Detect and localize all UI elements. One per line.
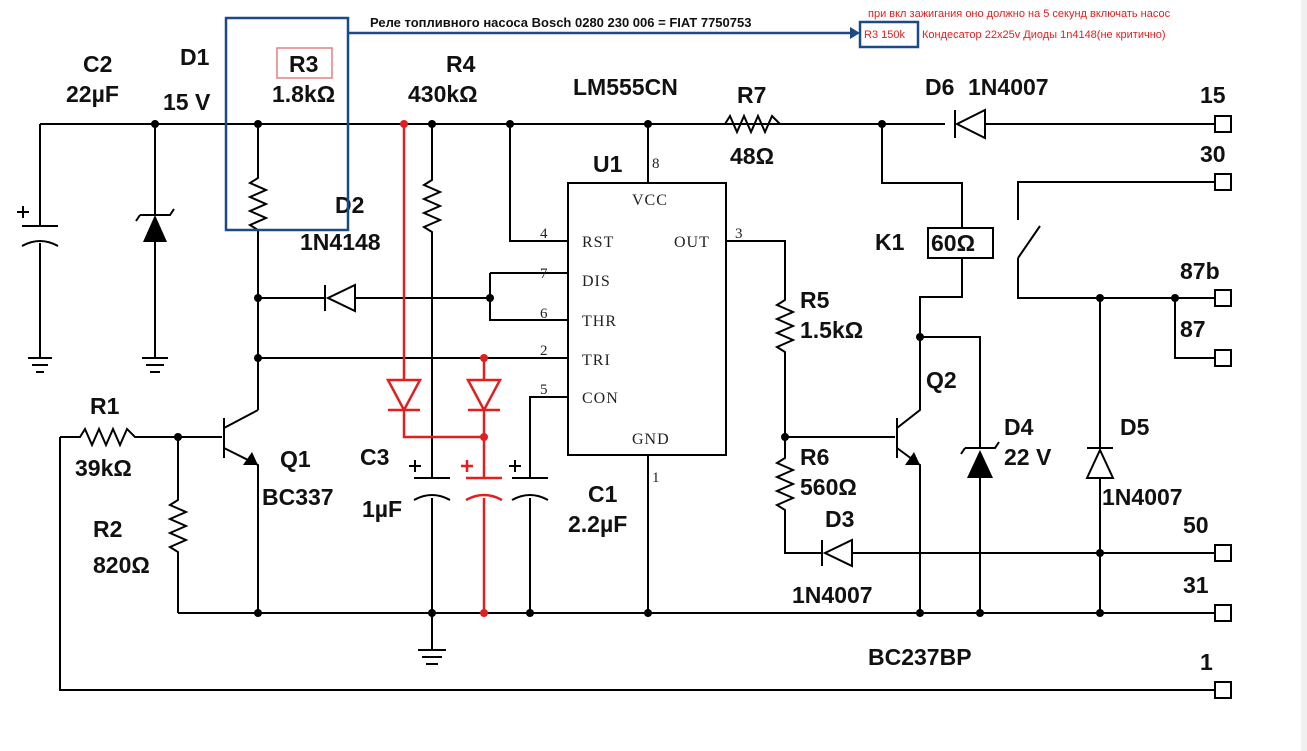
r6-name: R6	[800, 444, 829, 470]
pin-gnd: GND	[632, 431, 670, 448]
r7-value: 48Ω	[730, 143, 774, 169]
pin-out: OUT	[674, 234, 710, 251]
pin-con: CON	[582, 390, 619, 407]
scrollbar[interactable]	[1301, 0, 1307, 751]
d6-name: D6	[925, 74, 954, 100]
pin-num-4: 4	[540, 226, 548, 242]
q2-part: BC237BP	[868, 644, 972, 670]
k1-value: 60Ω	[931, 230, 975, 256]
terminal-30[interactable]	[1214, 173, 1232, 191]
terminal-1[interactable]	[1214, 681, 1232, 699]
d5-name: D5	[1120, 414, 1150, 440]
d1-value: 15 V	[163, 89, 211, 115]
c2-value: 22µF	[66, 81, 119, 107]
terminal-31[interactable]	[1214, 604, 1232, 622]
terminal-label-15: 15	[1200, 82, 1226, 108]
c1-value: 2.2µF	[568, 511, 627, 537]
r3-name: R3	[289, 51, 318, 77]
d3-name: D3	[825, 506, 854, 532]
u1-name: U1	[593, 151, 623, 177]
pin-num-5: 5	[540, 382, 548, 398]
r2-name: R2	[93, 516, 122, 542]
terminal-label-1: 1	[1200, 649, 1213, 675]
pin-num-1: 1	[652, 470, 660, 486]
d5-part: 1N4007	[1102, 484, 1183, 510]
q1-part: BC337	[262, 484, 334, 510]
pin-num-6: 6	[540, 306, 548, 322]
r1-value: 39kΩ	[75, 455, 132, 481]
d2-part: 1N4148	[300, 229, 381, 255]
pin-num-7: 7	[540, 266, 548, 282]
q2-name: Q2	[926, 367, 957, 393]
r3-value: 1.8kΩ	[272, 81, 335, 107]
terminal-15[interactable]	[1214, 115, 1232, 133]
c1-name: C1	[588, 481, 618, 507]
d2-name: D2	[335, 192, 364, 218]
pin-num-8: 8	[652, 156, 660, 172]
note-line-2: Кондесатор 22x25v Диоды 1n4148(не критич…	[922, 29, 1166, 41]
pin-dis: DIS	[582, 273, 611, 290]
junctions	[151, 120, 1179, 617]
terminal-87b[interactable]	[1214, 289, 1232, 307]
r6-value: 560Ω	[800, 474, 857, 500]
u1-part: LM555CN	[573, 74, 678, 100]
pin-tri: TRI	[582, 352, 611, 369]
r4-name: R4	[446, 51, 476, 77]
c3-value: 1µF	[362, 496, 402, 522]
terminal-label-30: 30	[1200, 141, 1226, 167]
r5-value: 1.5kΩ	[800, 317, 863, 343]
terminal-label-50: 50	[1183, 512, 1209, 538]
d1-name: D1	[180, 44, 210, 70]
terminal-label-87b: 87b	[1180, 258, 1220, 284]
terminal-50[interactable]	[1214, 544, 1232, 562]
r1-name: R1	[90, 393, 120, 419]
d3-part: 1N4007	[792, 582, 873, 608]
r4-value: 430kΩ	[408, 81, 478, 107]
pin-num-3: 3	[735, 226, 743, 242]
note-line-1: при вкл зажигания оно должно на 5 секунд…	[868, 8, 1171, 20]
pin-rst: RST	[582, 234, 614, 251]
pin-vcc: VCC	[632, 192, 668, 209]
terminal-label-87: 87	[1180, 316, 1206, 342]
terminal-87[interactable]	[1214, 349, 1232, 367]
diode-symbols	[135, 108, 1115, 568]
r2-value: 820Ω	[93, 552, 150, 578]
annotation-highlight	[224, 16, 920, 232]
d6-part: 1N4007	[968, 74, 1049, 100]
modification-red	[276, 47, 503, 617]
note-r3-value: R3 150k	[864, 29, 905, 41]
d4-name: D4	[1004, 414, 1034, 440]
d4-value: 22 V	[1004, 444, 1052, 470]
pin-thr: THR	[582, 313, 617, 330]
relay-title-note: Реле топливного насоса Bosch 0280 230 00…	[370, 15, 751, 30]
k1-name: K1	[875, 229, 905, 255]
c2-name: C2	[83, 51, 112, 77]
ic-u1-body	[567, 182, 727, 456]
r7-name: R7	[737, 82, 766, 108]
terminals	[1214, 115, 1232, 699]
c3-name: C3	[360, 444, 389, 470]
terminal-label-31: 31	[1183, 572, 1209, 598]
q1-name: Q1	[280, 446, 311, 472]
r5-name: R5	[800, 287, 830, 313]
pin-num-2: 2	[540, 343, 548, 359]
